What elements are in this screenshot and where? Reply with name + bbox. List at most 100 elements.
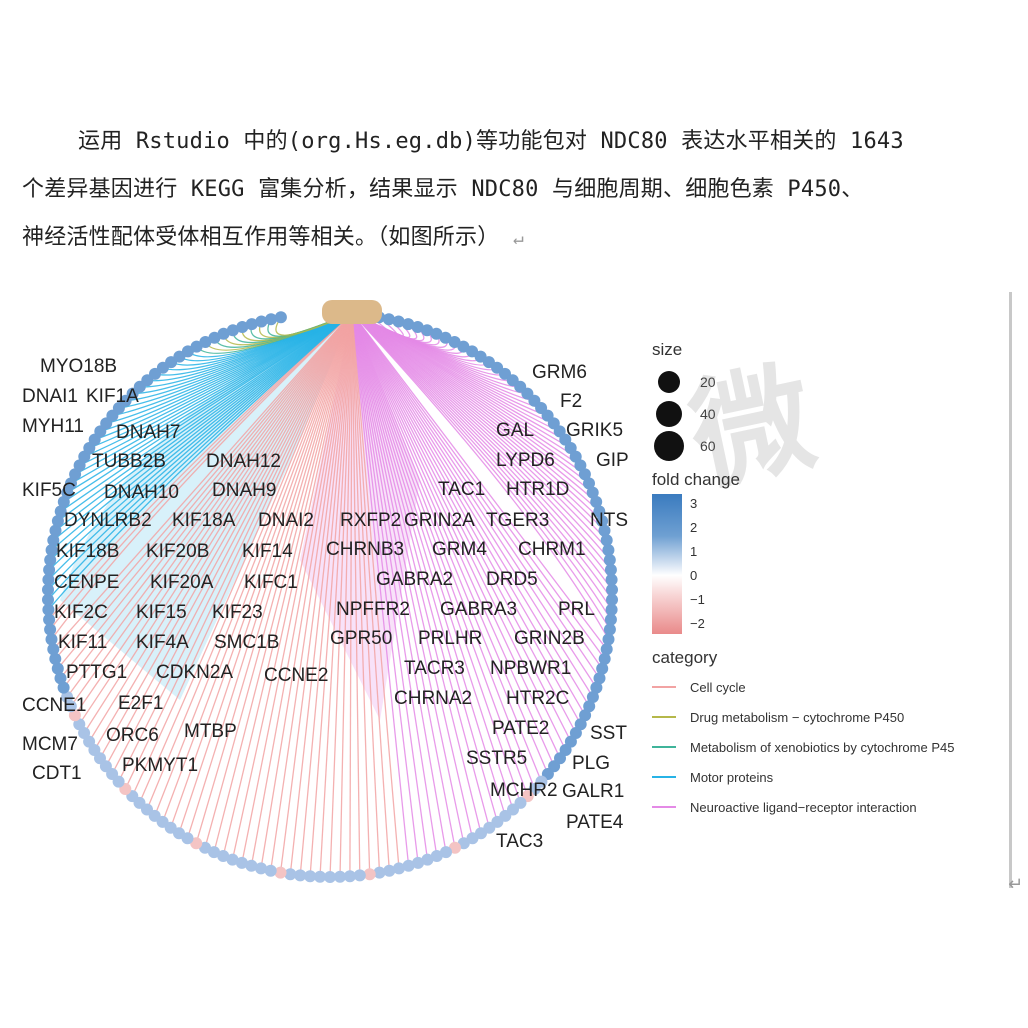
gene-label: KIF5C: [22, 480, 76, 501]
body-paragraph: 运用 Rstudio 中的(org.Hs.eg.db)等功能包对 NDC80 表…: [22, 118, 1012, 263]
gene-label: GAL: [496, 420, 535, 441]
colorbar-tick-label: −2: [690, 616, 705, 631]
gene-label: SST: [590, 723, 627, 744]
gene-label: CDKN2A: [156, 662, 234, 683]
category-line-icon: [652, 686, 676, 688]
colorbar-tick-label: 0: [690, 568, 698, 583]
gene-nodes: [42, 309, 618, 883]
gene-label: GABRA2: [376, 569, 454, 590]
gene-label: KIF1A: [86, 386, 139, 407]
figure-border: [1009, 292, 1012, 888]
gene-label: CDT1: [32, 763, 82, 784]
gene-label: DNAH10: [104, 482, 179, 503]
gene-label: KIF18A: [172, 510, 236, 531]
gene-label: DRD5: [486, 569, 538, 590]
size-legend-label: 60: [700, 438, 716, 454]
gene-label: ORC6: [106, 725, 159, 746]
gene-label: KIF20B: [146, 541, 210, 562]
colorbar-gradient: [652, 494, 682, 634]
gene-label: MTBP: [184, 721, 237, 742]
gene-label: KIF2C: [54, 602, 108, 623]
gene-label: KIF14: [242, 541, 293, 562]
gene-label: NPFFR2: [336, 599, 410, 620]
gene-label: CHRNA2: [394, 688, 473, 709]
colorbar-tick-label: 1: [690, 544, 698, 559]
gene-label: GPR50: [330, 628, 393, 649]
gene-label: RXFP2: [340, 510, 402, 531]
size-legend-item: 60: [652, 430, 954, 462]
gene-label: DNAI1: [22, 386, 78, 407]
category-label: Cell cycle: [690, 679, 746, 695]
gene-label: KIFC1: [244, 572, 298, 593]
category-label: Neuroactive ligand−receptor interaction: [690, 799, 917, 815]
gene-label: PATE4: [566, 812, 624, 833]
gene-label: PLG: [572, 753, 611, 774]
category-legend-title: category: [652, 648, 718, 667]
gene-label: GIP: [596, 450, 629, 471]
gene-label: DNAI2: [258, 510, 314, 531]
size-legend-label: 20: [700, 374, 716, 390]
paragraph-line-2: 个差异基因进行 KEGG 富集分析，结果显示 NDC80 与细胞周期、细胞色素 …: [22, 177, 864, 202]
gene-label: DNAH12: [206, 451, 281, 472]
gene-label: GRIN2B: [514, 628, 585, 649]
paragraph-line-1: 运用 Rstudio 中的(org.Hs.eg.db)等功能包对 NDC80 表…: [78, 129, 904, 154]
category-line-icon: [652, 716, 676, 718]
gene-label: MYH11: [22, 416, 84, 437]
category-legend-item: Cell cycle: [652, 672, 954, 702]
size-legend-item: 40: [652, 398, 954, 430]
size-dot-icon: [654, 431, 684, 461]
colorbar-tick-label: 2: [690, 520, 698, 535]
size-dot-icon: [656, 401, 682, 427]
gene-label: CCNE2: [264, 665, 329, 686]
gene-label: MYO18B: [40, 356, 118, 377]
gene-label: TGER3: [486, 510, 550, 531]
gene-label: TAC3: [496, 831, 544, 852]
gene-label: TUBB2B: [92, 451, 166, 472]
category-legend-item: Motor proteins: [652, 762, 954, 792]
gene-label: CENPE: [54, 572, 120, 593]
gene-label: GALR1: [562, 781, 625, 802]
category-label: Drug metabolism − cytochrome P450: [690, 709, 905, 725]
size-legend: 20 40 60: [652, 366, 954, 462]
gene-label: TAC1: [438, 479, 486, 500]
gene-label: NTS: [590, 510, 628, 531]
size-legend-title: size: [652, 340, 683, 359]
paragraph-line-3: 神经活性配体受体相互作用等相关。（如图所示） ↵: [22, 214, 1012, 263]
fold-change-legend-title: fold change: [652, 470, 740, 489]
gene-label: E2F1: [118, 693, 164, 714]
gene-label: CCNE1: [22, 695, 87, 716]
gene-label: F2: [560, 391, 583, 412]
category-label: Metabolism of xenobiotics by cytochrome …: [690, 739, 955, 755]
gene-label: DNAH9: [212, 480, 277, 501]
gene-label: GRIK5: [566, 420, 624, 441]
size-legend-label: 40: [700, 406, 716, 422]
gene-label: DYNLRB2: [64, 510, 152, 531]
gene-label: KIF11: [58, 632, 108, 653]
gene-label: PRL: [558, 599, 595, 620]
category-legend-item: Neuroactive ligand−receptor interaction: [652, 792, 954, 822]
gene-label: HTR1D: [506, 479, 570, 500]
gene-label: PRLHR: [418, 628, 483, 649]
gene-label: PKMYT1: [122, 755, 199, 776]
colorbar-tick-label: −1: [690, 592, 705, 607]
gene-label: DNAH7: [116, 422, 181, 443]
gene-label: HTR2C: [506, 688, 570, 709]
gene-label: SMC1B: [214, 632, 280, 653]
gene-label: MCM7: [22, 734, 78, 755]
paragraph-return-mark: ↵: [512, 228, 524, 249]
gene-label: PTTG1: [66, 662, 128, 683]
category-label: Motor proteins: [690, 769, 774, 785]
gene-label: MCHR2: [490, 780, 558, 801]
gene-label: LYPD6: [496, 450, 555, 471]
gene-label: TACR3: [404, 658, 465, 679]
size-dot-icon: [658, 371, 680, 393]
category-legend-item: Metabolism of xenobiotics by cytochrome …: [652, 732, 954, 762]
gene-label: KIF15: [136, 602, 187, 623]
gene-label: NPBWR1: [490, 658, 572, 679]
paragraph-line-3-text: 神经活性配体受体相互作用等相关。（如图所示）: [22, 225, 500, 250]
gene-label: KIF23: [212, 602, 263, 623]
